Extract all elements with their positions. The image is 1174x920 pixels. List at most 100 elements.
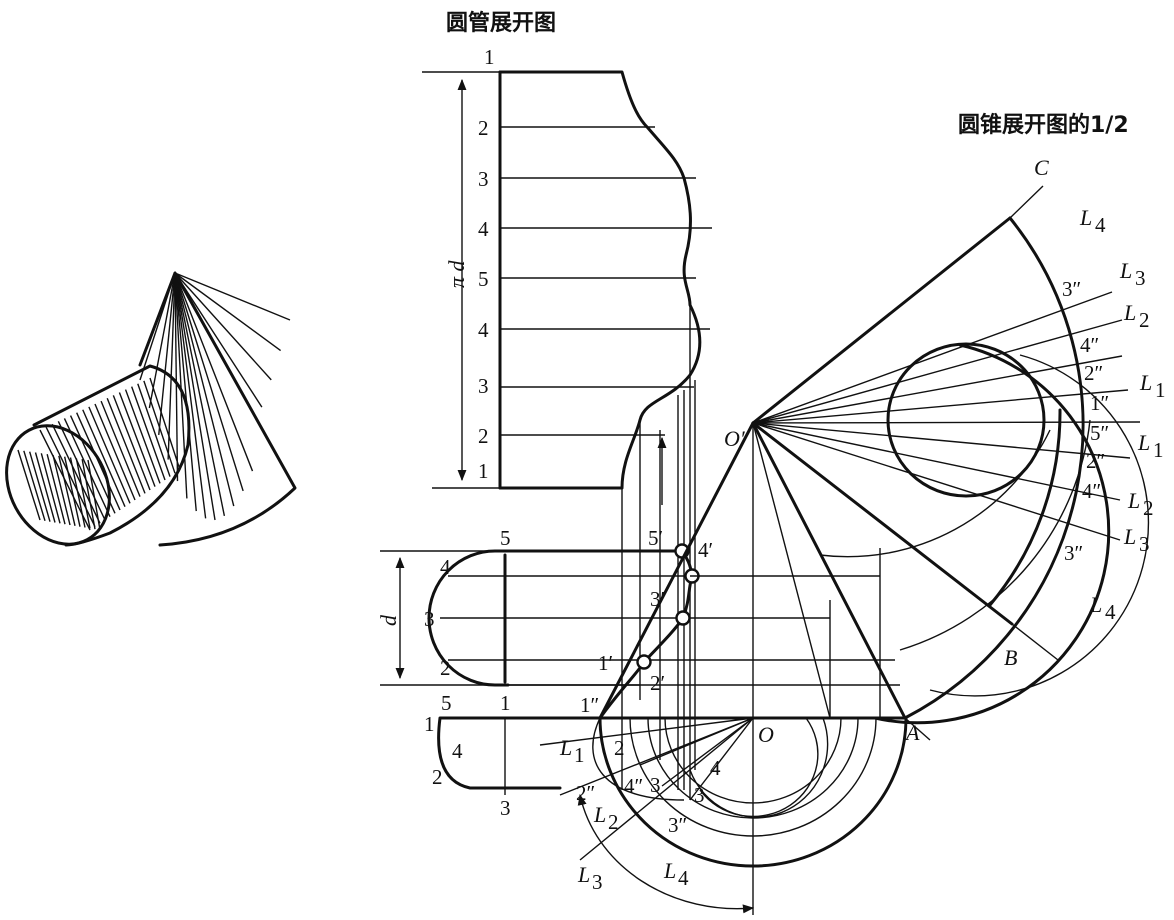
dim-L1-top: L [1139, 370, 1152, 395]
hatch-line [82, 409, 126, 507]
hatch-line [51, 423, 101, 524]
hatch-line [100, 400, 141, 497]
bottom-L4: L [663, 858, 676, 883]
bottom-3pp: 3″ [668, 813, 687, 837]
side-num-5: 5 [500, 526, 511, 550]
hatch-line [174, 272, 254, 472]
plan-num-2: 2 [432, 765, 443, 789]
label-A: A [904, 720, 920, 745]
side-num-2: 2 [440, 656, 451, 680]
side-view-cap [427, 549, 510, 687]
fan-1pp: 1″ [1090, 391, 1109, 415]
pipe-outline [32, 364, 191, 547]
dim-L4-top: L [1079, 205, 1092, 230]
strip-num-4: 4 [478, 217, 489, 241]
hatch-line [88, 406, 131, 504]
hatch-line [167, 272, 176, 460]
fan-4pp-bot: 4″ [1082, 479, 1101, 503]
hatch-line [174, 272, 291, 321]
strip-num-3b: 3 [478, 374, 489, 398]
point-3p [675, 610, 691, 626]
hatch-line [63, 456, 81, 527]
hatch-line [23, 450, 46, 522]
dim-L2-top: L [1123, 300, 1136, 325]
plan-num-1b: 1 [424, 712, 435, 736]
hatch-line [57, 421, 106, 521]
strip-num-1: 1 [484, 45, 495, 69]
hatch-line [28, 451, 51, 522]
cone-development-arc [903, 216, 1085, 720]
svg-text:4: 4 [678, 866, 689, 890]
hatch-line [174, 272, 188, 499]
hatch-line [174, 272, 282, 352]
strip-num-2b: 2 [478, 424, 489, 448]
bottom-2pp: 2″ [576, 781, 595, 805]
dim-L1-bot: L [1137, 430, 1150, 455]
bottom-num-3: 3 [694, 783, 705, 807]
d-label: d [376, 614, 401, 626]
plan-num-3: 3 [500, 796, 511, 820]
label-4p: 4′ [698, 538, 713, 562]
bottom-num-3b: 3 [650, 773, 661, 797]
plan-num-1: 1 [500, 691, 511, 715]
hatch-line [106, 397, 146, 494]
svg-text:3: 3 [1135, 266, 1146, 290]
dim-L3-bot: L [1123, 524, 1136, 549]
hatch-line [174, 272, 235, 507]
hatch-line [174, 272, 207, 519]
svg-text:1: 1 [574, 743, 585, 767]
title-cone-development-half: 圆锥展开图的1/2 [958, 112, 1129, 138]
hatch-line [46, 453, 66, 525]
cone-hatching [139, 272, 291, 521]
hatch-line [148, 272, 176, 409]
intersection-curve: 5′ 4′ 3′ 2′ 1′ 1″ [580, 526, 713, 720]
strip-num-5: 5 [478, 267, 489, 291]
hatch-line [112, 395, 151, 491]
hatch-line [174, 272, 263, 408]
dim-L2-bot: L [1127, 488, 1140, 513]
cone-outline [138, 271, 297, 547]
fan-3pp-bot: 3″ [1064, 541, 1083, 565]
pipe-side-view: d 5 4 3 2 [376, 526, 830, 687]
bottom-labels: 2 3 4 2″ 4″ 3″ 3 L 1 L 2 L 3 L 4 [559, 735, 755, 914]
label-3p: 3′ [650, 587, 665, 611]
hatch-line [143, 380, 176, 474]
svg-text:3: 3 [592, 870, 603, 894]
strip-num-4b: 4 [478, 318, 489, 342]
hatch-line [94, 403, 136, 501]
fan-4pp-top: 4″ [1080, 333, 1099, 357]
hatch-line [58, 455, 76, 526]
fan-ellipse [886, 342, 1046, 498]
hatch-line [158, 272, 176, 435]
side-num-4: 4 [440, 555, 451, 579]
svg-text:1: 1 [1155, 378, 1166, 402]
hatch-line [52, 454, 71, 526]
svg-text:4: 4 [1095, 213, 1106, 237]
hatch-line [137, 383, 171, 477]
label-C: C [1034, 155, 1049, 180]
hatch-line [69, 457, 86, 528]
dim-L3-top: L [1119, 258, 1132, 283]
hatch-line [118, 392, 156, 487]
hatch-line [174, 272, 272, 381]
bottom-L3: L [577, 862, 590, 887]
label-B: B [1004, 645, 1017, 670]
pipe-development-outline [498, 70, 702, 490]
fan-2pp-top: 2″ [1084, 361, 1103, 385]
cone-front-view: O A [598, 421, 920, 915]
side-num-3: 3 [424, 607, 435, 631]
svg-text:2: 2 [608, 810, 619, 834]
fan-5pp: 5″ [1090, 421, 1109, 445]
svg-text:4: 4 [1105, 600, 1116, 624]
svg-text:1: 1 [1153, 438, 1164, 462]
hatch-line [17, 449, 41, 521]
cone-development: O′ C B 3″ 4″ 2″ 1″ 5″ 2″ 4″ 3″ L 4 L 3 L… [724, 155, 1166, 741]
plan-num-5: 5 [441, 691, 452, 715]
dim-L4-bot: L [1089, 592, 1102, 617]
label-5p: 5′ [648, 526, 663, 550]
pipe-hatching [39, 377, 181, 531]
svg-text:2: 2 [1143, 496, 1154, 520]
pipe-end-ellipse [5, 424, 111, 546]
bottom-L1: L [559, 735, 572, 760]
